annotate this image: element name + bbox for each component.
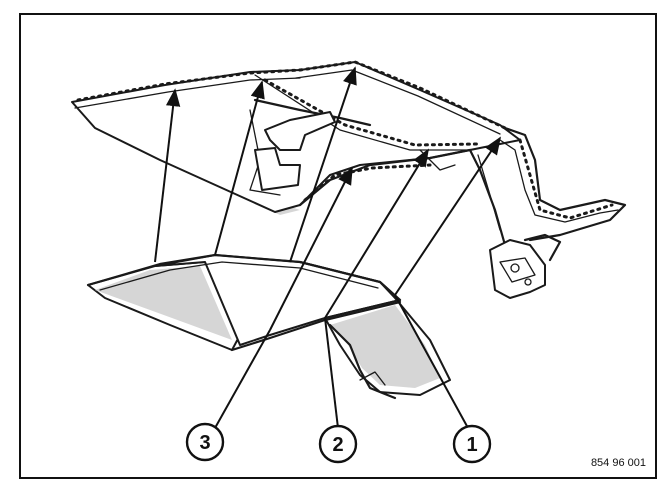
callout-2: 2 — [318, 424, 358, 464]
callout-1: 1 — [452, 424, 492, 464]
callout-3-label: 3 — [199, 432, 210, 454]
callout-3: 3 — [185, 422, 225, 462]
arrow-1a — [289, 66, 357, 263]
arrow-1-leader — [394, 294, 469, 429]
reference-code: 854 96 001 — [591, 457, 646, 469]
callout-1-label: 1 — [466, 434, 477, 456]
arrow-3b — [269, 166, 353, 331]
arrow-2-leader — [324, 317, 339, 429]
diagram-frame — [19, 13, 657, 479]
arrow-2a — [214, 80, 265, 256]
arrow-3-leader — [214, 329, 271, 429]
top-frame-assembly — [71, 60, 627, 299]
arrow-3a — [154, 88, 181, 263]
tonneau-cover — [86, 253, 451, 400]
pointer-arrows — [154, 66, 502, 429]
callout-2-label: 2 — [332, 434, 343, 456]
arrow-2b — [324, 148, 429, 319]
arrow-1b — [394, 136, 502, 296]
